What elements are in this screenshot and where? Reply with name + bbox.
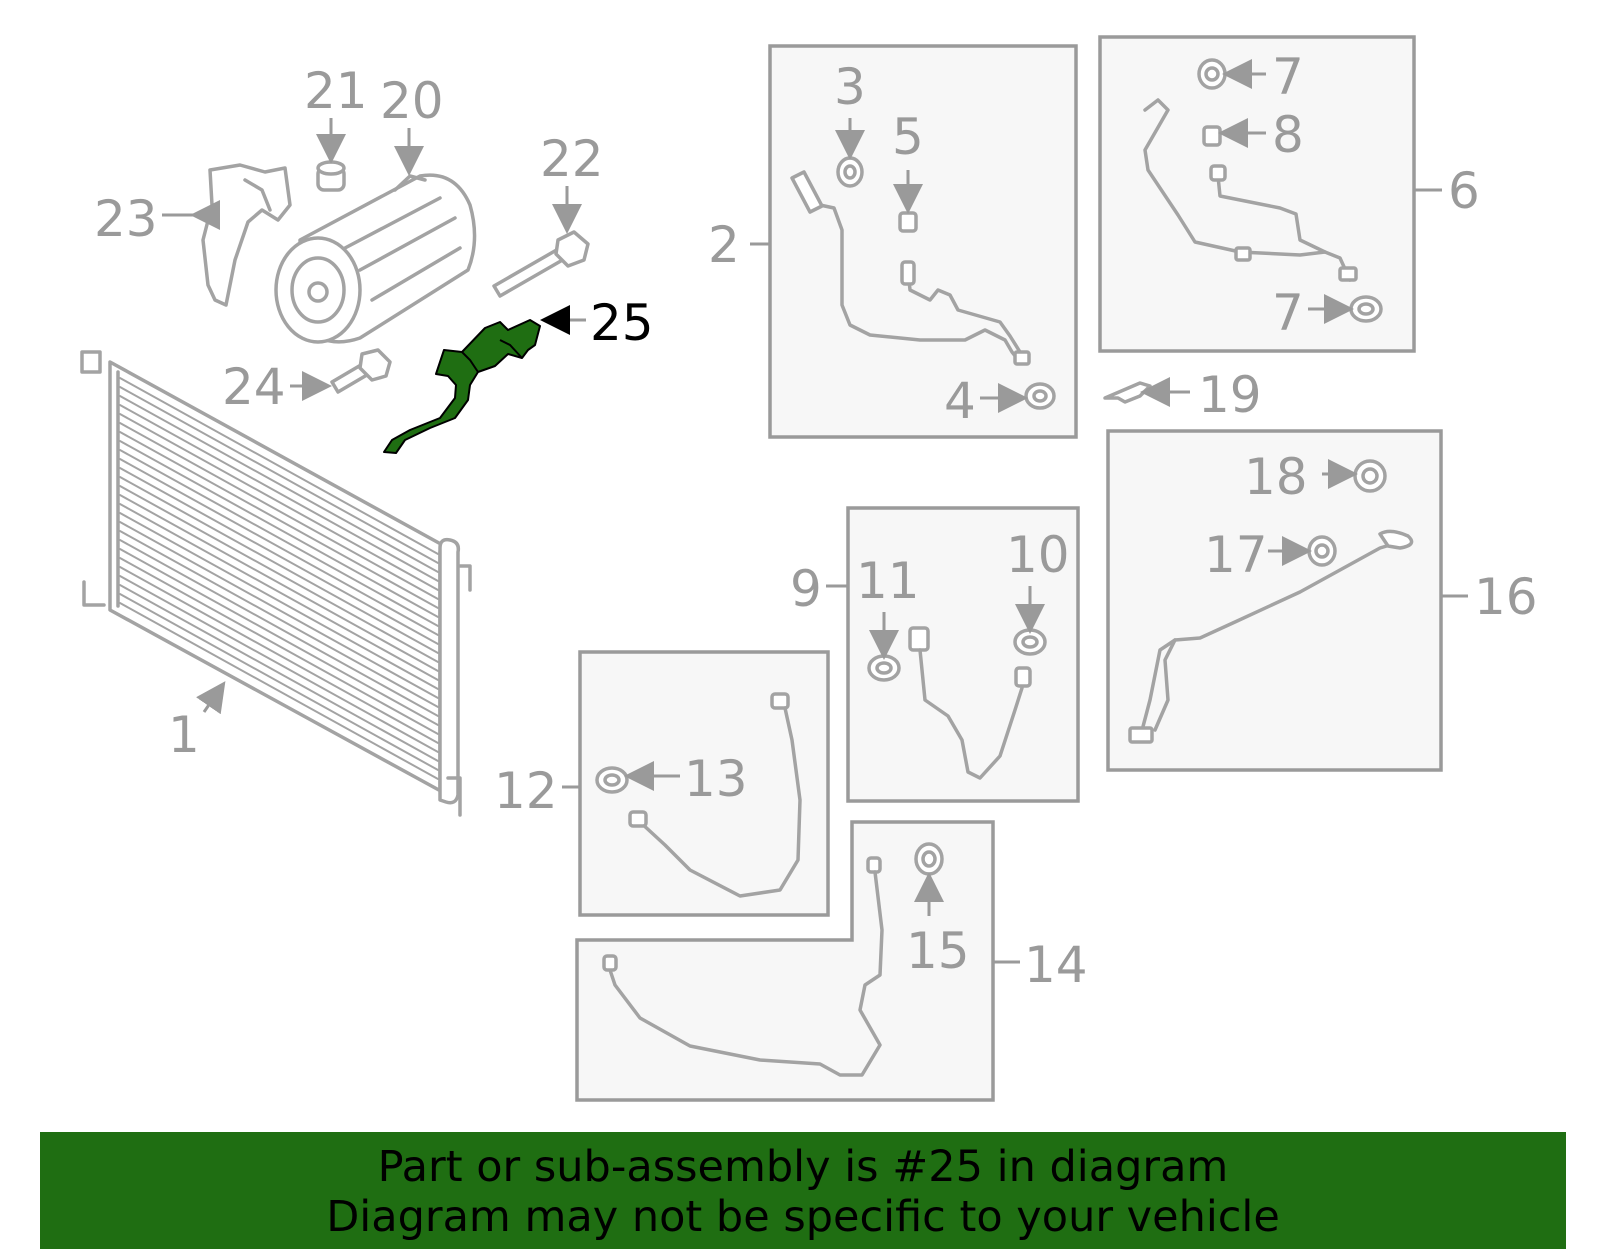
callout-8: 8 <box>1272 106 1304 164</box>
box-14 <box>575 820 995 1102</box>
line-6-drawing <box>1143 58 1383 323</box>
condenser-fin <box>119 386 439 564</box>
condenser-fin <box>119 593 439 771</box>
callout-5: 5 <box>892 108 924 166</box>
line-16-drawing <box>1128 459 1414 744</box>
condenser-drawing <box>80 350 472 817</box>
callout-7-bottom: 7 <box>1272 284 1304 342</box>
callout-15: 15 <box>906 922 970 980</box>
condenser-fin <box>119 539 439 717</box>
condenser-fin <box>119 575 439 753</box>
line-12-drawing <box>595 692 802 898</box>
cap-21-drawing <box>316 160 346 192</box>
condenser-fin <box>119 476 439 654</box>
condenser-fin <box>119 557 439 735</box>
callout-22: 22 <box>540 130 604 188</box>
condenser-fin <box>119 530 439 708</box>
callouts: 23 21 20 22 24 25 1 2 3 5 4 7 8 6 7 19 1… <box>94 48 1538 994</box>
condenser-fin <box>119 395 439 573</box>
condenser-fin <box>119 422 439 600</box>
condenser-fin <box>119 467 439 645</box>
callout-24: 24 <box>222 358 286 416</box>
callout-21: 21 <box>304 62 368 120</box>
box-2 <box>768 44 1078 439</box>
condenser-fin <box>119 404 439 582</box>
highlighted-part-25 <box>383 319 541 454</box>
condenser-fin <box>119 485 439 663</box>
condenser-fin <box>119 494 439 672</box>
callout-18: 18 <box>1244 448 1308 506</box>
callout-14: 14 <box>1024 936 1088 994</box>
callout-6: 6 <box>1448 162 1480 220</box>
callout-10: 10 <box>1006 526 1070 584</box>
condenser-fin <box>119 566 439 744</box>
callout-12: 12 <box>494 762 558 820</box>
line-9-drawing <box>867 626 1047 780</box>
info-banner: Part or sub-assembly is #25 in diagram D… <box>40 1132 1566 1249</box>
part-19-drawing <box>1103 381 1152 404</box>
condenser-fin <box>119 503 439 681</box>
bolt-22-drawing <box>492 230 590 298</box>
callout-25: 25 <box>590 294 654 352</box>
callout-3: 3 <box>834 58 866 116</box>
callout-1: 1 <box>168 706 200 764</box>
banner-line-2: Diagram may not be specific to your vehi… <box>326 1192 1280 1242</box>
condenser-fin <box>119 521 439 699</box>
condenser-fin <box>119 413 439 591</box>
condenser-fin <box>119 548 439 726</box>
line-14-drawing <box>602 842 944 1077</box>
callout-7-top: 7 <box>1272 48 1304 106</box>
condenser-fin <box>119 584 439 762</box>
callout-4: 4 <box>944 372 976 430</box>
condenser-fin <box>119 458 439 636</box>
callout-11: 11 <box>856 552 920 610</box>
condenser-fin <box>119 440 439 618</box>
compressor-drawing <box>274 173 477 344</box>
bolt-24-drawing <box>330 348 392 394</box>
leader-lines <box>162 59 1468 964</box>
callout-13: 13 <box>684 750 748 808</box>
condenser-fin <box>119 602 439 780</box>
condenser-fin <box>119 512 439 690</box>
callout-16: 16 <box>1474 568 1538 626</box>
bracket-23-drawing <box>201 163 292 307</box>
callout-20: 20 <box>380 72 444 130</box>
line-2-drawing <box>790 156 1056 410</box>
banner-line-1: Part or sub-assembly is #25 in diagram <box>377 1142 1229 1192</box>
condenser-fin <box>119 449 439 627</box>
callout-19: 19 <box>1198 366 1262 424</box>
callout-23: 23 <box>94 190 158 248</box>
callout-9: 9 <box>790 560 822 618</box>
callout-17: 17 <box>1204 526 1268 584</box>
condenser-fin <box>119 377 439 555</box>
condenser-fin <box>119 431 439 609</box>
callout-2: 2 <box>708 216 740 274</box>
